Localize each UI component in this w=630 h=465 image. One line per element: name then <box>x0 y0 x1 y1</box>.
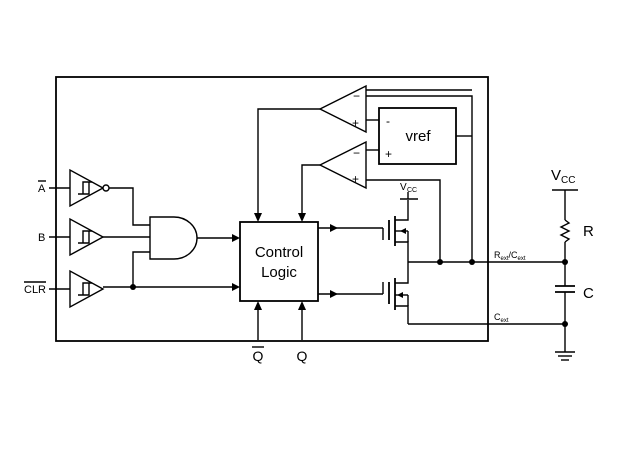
ground-symbol <box>555 351 575 361</box>
input-label-a-bar: A <box>38 183 46 195</box>
comp-top-minus-wire <box>366 95 473 262</box>
node-dot-2 <box>469 259 475 265</box>
comp-bot-output-wire <box>301 164 320 214</box>
schmitt-buffer-b <box>69 217 105 257</box>
schmitt-inverter-a <box>69 168 110 208</box>
comp-top-output-wire <box>257 108 320 214</box>
comp-bot-plus: + <box>352 172 359 186</box>
comp-bot-output-arrow <box>298 213 306 222</box>
input-label-b: B <box>38 232 45 244</box>
control-logic-label-2: Logic <box>261 264 297 281</box>
input-label-clr-bar: CLR <box>24 284 46 296</box>
clr-control-arrow <box>232 283 240 291</box>
resistor-label: R <box>583 223 594 240</box>
control-logic-label-1: Control <box>255 244 303 261</box>
cext-label: Cext <box>494 312 509 324</box>
comp-bot-minus: − <box>353 146 360 160</box>
and-output-arrow <box>232 234 240 242</box>
comp-top-plus: + <box>352 116 359 130</box>
output-label-q: Q <box>297 348 308 364</box>
a-to-and-wire <box>109 187 150 226</box>
node-dot-1 <box>437 259 443 265</box>
schmitt-buffer-clr <box>69 269 105 309</box>
comp-bot-plus-wire <box>366 179 441 262</box>
comp-top-minus: − <box>353 89 360 103</box>
nmos-transistor <box>318 262 409 324</box>
vref-plus: + <box>385 147 392 161</box>
capacitor-label: C <box>583 285 594 302</box>
vcc-outer-label: VCC <box>551 167 575 186</box>
comparator-top: − + <box>318 84 367 134</box>
vcc-inner-sub: CC <box>407 187 417 194</box>
ic-package-outline <box>55 76 489 342</box>
q-bar-output-arrow <box>254 301 262 310</box>
and-gate <box>149 216 198 260</box>
rext-cext-label: Rext/Cext <box>494 250 526 262</box>
vref-minus: - <box>386 114 390 128</box>
clr-to-and-wire <box>132 251 150 287</box>
external-resistor <box>559 219 571 243</box>
control-logic-block <box>239 221 319 302</box>
output-label-q-bar: Q <box>253 348 264 364</box>
q-output-arrow <box>298 301 306 310</box>
pmos-transistor <box>318 200 409 262</box>
comparator-bottom: − + <box>318 140 367 190</box>
comp-top-output-arrow <box>254 213 262 222</box>
vref-label: vref <box>405 128 431 145</box>
vcc-inner-label: V <box>400 182 407 193</box>
